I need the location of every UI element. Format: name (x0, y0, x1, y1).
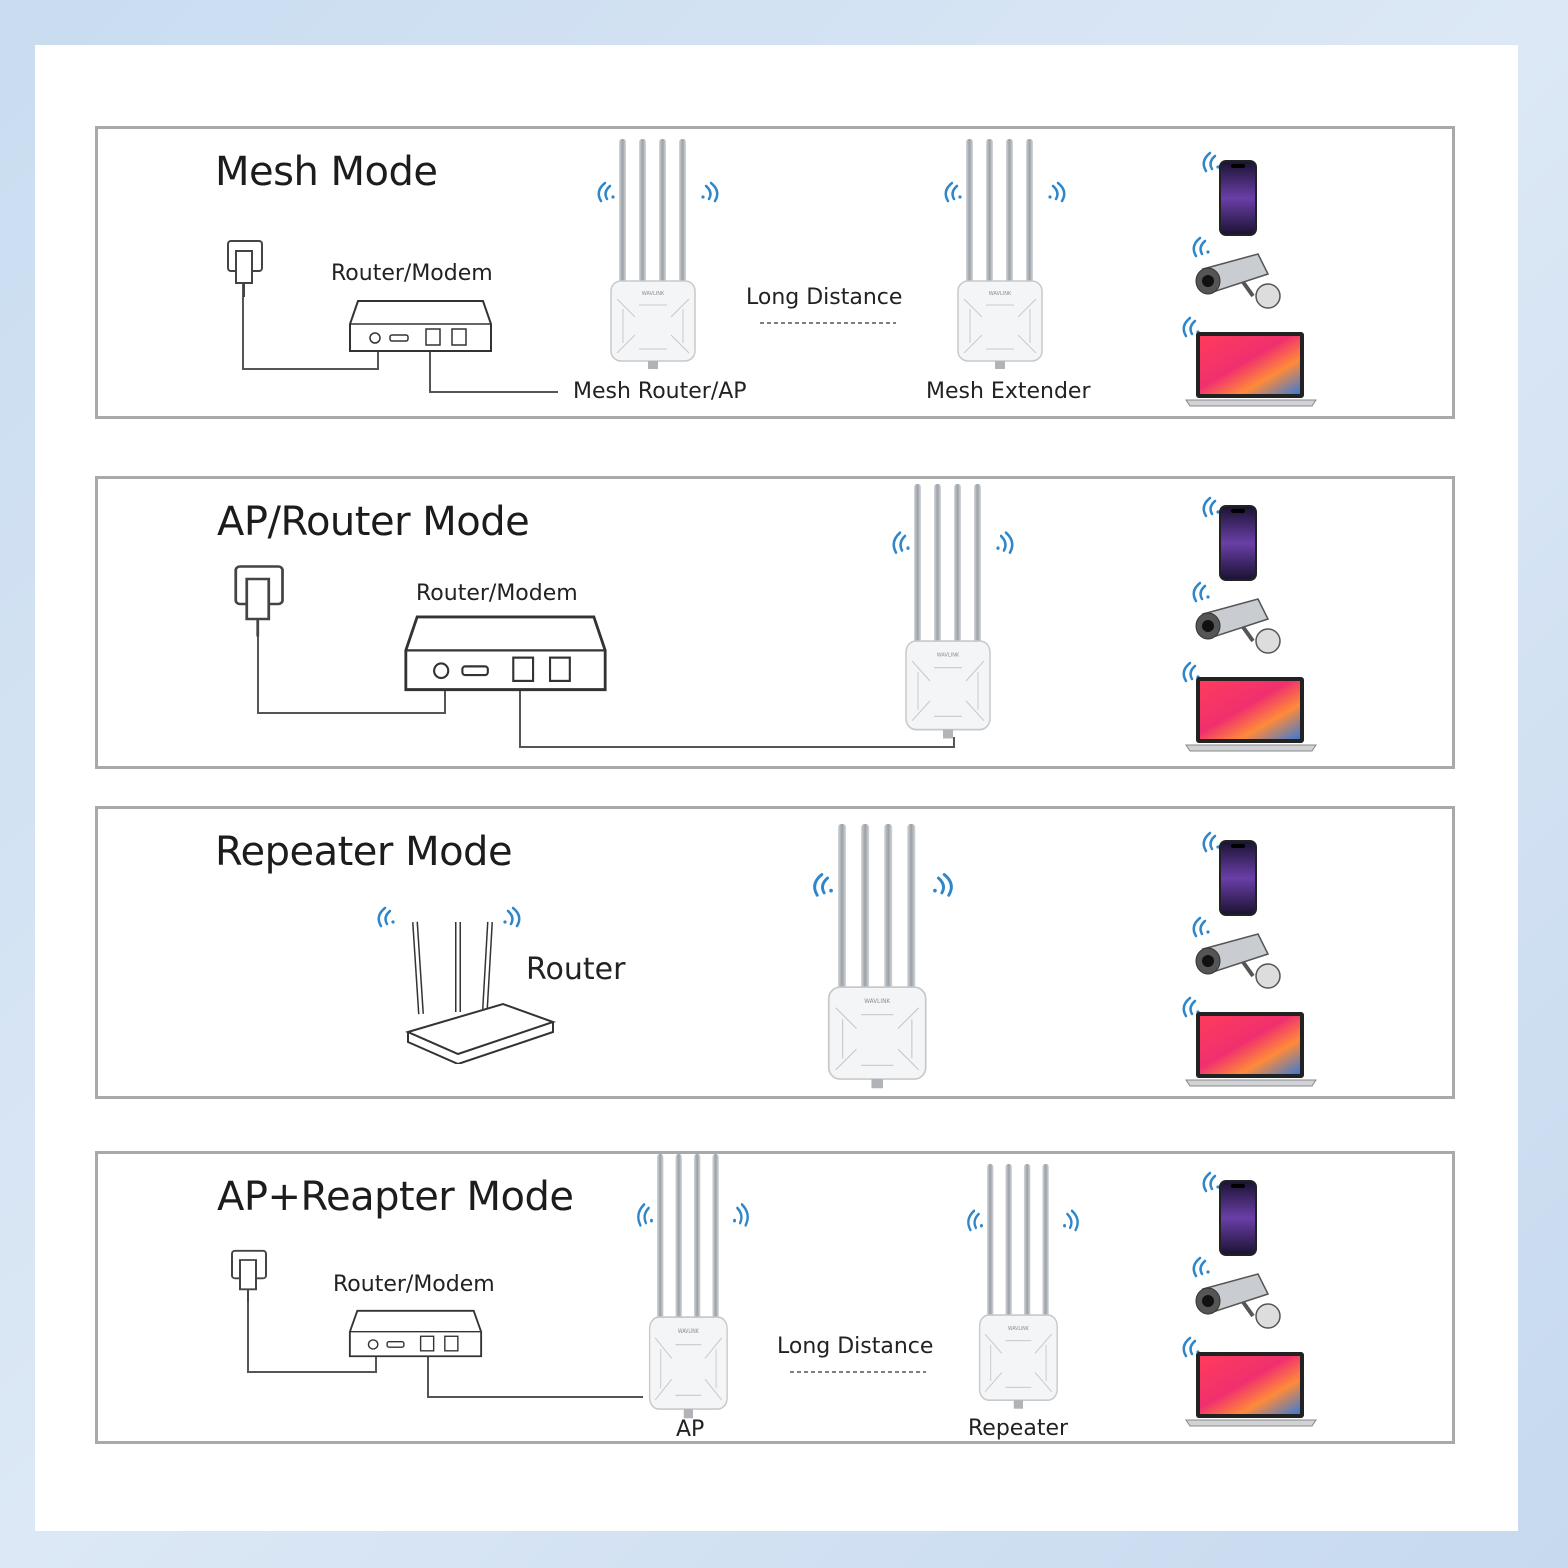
panel-title: AP/Router Mode (217, 499, 530, 545)
cable-lines (242, 269, 896, 393)
phone-icon (1198, 494, 1268, 584)
router-label: Router (526, 952, 626, 987)
panel-title: AP+Reapter Mode (217, 1174, 574, 1220)
repeater-device (808, 824, 958, 1094)
ap-router-mode-panel: AP/Router Mode Router/Modem (95, 476, 1455, 769)
wall-plug-icon (226, 239, 266, 299)
router-modem-label: Router/Modem (416, 581, 578, 606)
mesh-extender-device (940, 139, 1070, 374)
laptop-icon (1178, 314, 1318, 409)
repeater-device (963, 1164, 1083, 1414)
panel-title: Mesh Mode (215, 149, 438, 195)
laptop-icon (1178, 994, 1318, 1089)
modem-icon (348, 1309, 483, 1359)
modem-icon (403, 614, 608, 694)
mesh-extender-label: Mesh Extender (926, 379, 1091, 404)
wall-plug-icon (230, 1249, 270, 1304)
phone-icon (1198, 829, 1268, 919)
diagram-card: Mesh Mode Router/Modem Mesh Router/AP Lo… (35, 45, 1518, 1531)
phone-icon (1198, 1169, 1268, 1259)
ap-label: AP (676, 1417, 705, 1442)
long-distance-label: Long Distance (777, 1334, 934, 1359)
ap-device (633, 1154, 753, 1424)
repeater-label: Repeater (968, 1416, 1069, 1441)
cable-lines (247, 1284, 926, 1398)
camera-icon (1183, 579, 1293, 659)
cable-lines (257, 609, 955, 748)
long-distance-label: Long Distance (746, 285, 903, 310)
ap-router-device (888, 484, 1018, 744)
mesh-router-ap-device (593, 139, 723, 374)
panel-title: Repeater Mode (215, 829, 513, 875)
laptop-icon (1178, 1334, 1318, 1429)
modem-icon (348, 299, 493, 354)
wall-plug-icon (233, 564, 288, 639)
ap-repeater-mode-panel: AP+Reapter Mode Router/Modem AP Long Dis… (95, 1151, 1455, 1444)
mesh-router-ap-label: Mesh Router/AP (573, 379, 747, 404)
laptop-icon (1178, 659, 1318, 754)
camera-icon (1183, 234, 1293, 314)
mesh-mode-panel: Mesh Mode Router/Modem Mesh Router/AP Lo… (95, 126, 1455, 419)
repeater-mode-panel: Repeater Mode Router (95, 806, 1455, 1099)
router-modem-label: Router/Modem (333, 1272, 495, 1297)
camera-icon (1183, 914, 1293, 994)
camera-icon (1183, 1254, 1293, 1334)
phone-icon (1198, 149, 1268, 239)
router-modem-label: Router/Modem (331, 261, 493, 286)
